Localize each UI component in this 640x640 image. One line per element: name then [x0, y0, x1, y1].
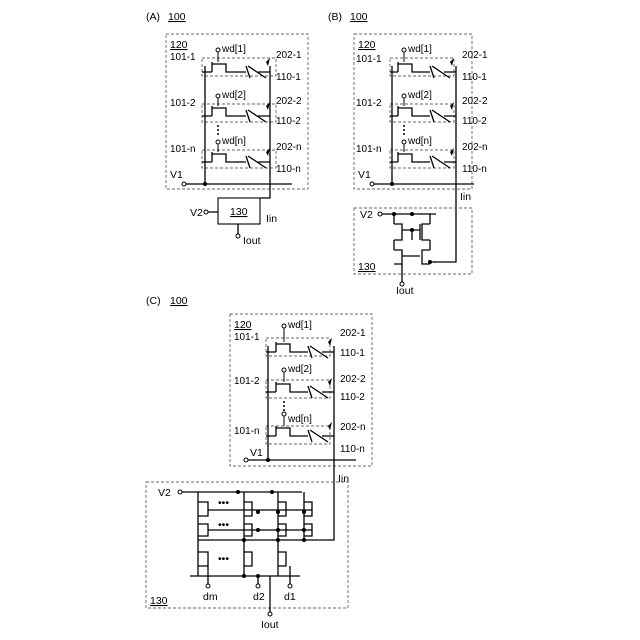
- panel-c-block-label: 130: [150, 595, 168, 607]
- panel-a-mem-1: 110-1: [276, 72, 301, 83]
- panel-a-block-label: 130: [230, 206, 248, 218]
- panel-c-res-2: 202-2: [340, 374, 366, 385]
- panel-c-res-1: 202-1: [340, 328, 366, 339]
- panel-b-v1: V1: [358, 169, 371, 181]
- panel-a-mem-n: 110-n: [276, 164, 301, 175]
- panel-c-iin: Iin: [338, 473, 349, 485]
- panel-b-tag: (B): [328, 11, 342, 23]
- panel-a-row-2: wd[2] 101-2 202-2 110-2: [170, 90, 302, 127]
- panel-c-v1: V1: [250, 447, 263, 459]
- panel-a-wd-2: wd[2]: [221, 90, 246, 101]
- panel-a-res-2: 202-2: [276, 96, 302, 107]
- panel-c-wd-n: wd[n]: [287, 414, 312, 425]
- panel-c-ellipsis-2: •••: [218, 519, 229, 531]
- panel-a-v1: V1: [170, 169, 183, 181]
- panel-b-row-n: wd[n] 101-n 202-n 110-n: [356, 136, 488, 175]
- panel-b-block-label: 130: [358, 261, 376, 273]
- panel-a-res-1: 202-1: [276, 50, 302, 61]
- panel-a-row-n: wd[n] 101-n 202-n 110-n: [170, 136, 302, 175]
- panel-a-cell-n: 101-n: [170, 144, 196, 155]
- panel-b-mem-2: 110-2: [462, 116, 487, 127]
- panel-a-row-1: wd[1] 101-1 202-1 110-1: [170, 44, 302, 83]
- panel-c-cell-1: 101-1: [234, 332, 260, 343]
- panel-b-iin: Iin: [460, 191, 471, 203]
- panel-b-cell-1: 101-1: [356, 54, 382, 65]
- panel-c-ellipsis-1: •••: [218, 497, 229, 509]
- panel-c-digital-dm: dm: [203, 591, 218, 603]
- panel-c-cell-2: 101-2: [234, 376, 260, 387]
- panel-c-row-2: wd[2] 101-2 202-2 110-2: [234, 364, 366, 403]
- panel-b-wd-n: wd[n]: [407, 136, 432, 147]
- panel-c: (C) 100 120 wd[1] 101-1 202-1 110-1 wd[2…: [146, 295, 372, 631]
- panel-b-wd-1: wd[1]: [407, 44, 432, 55]
- panel-c-digital-d2: d2: [253, 591, 265, 603]
- panel-b: (B) 100 120 wd[1] 101-1 202-1 110-1 wd[2…: [328, 11, 488, 297]
- panel-c-res-n: 202-n: [340, 422, 366, 433]
- panel-c-mem-2: 110-2: [340, 392, 365, 403]
- panel-b-mem-n: 110-n: [462, 164, 487, 175]
- panel-a-wd-n: wd[n]: [221, 136, 246, 147]
- panel-c-iout: Iout: [261, 619, 279, 631]
- panel-b-row-1: wd[1] 101-1 202-1 110-1: [356, 44, 488, 83]
- panel-a: (A) 100 120 wd[1] 101-1 202-1 110-1 wd[2…: [146, 11, 308, 247]
- panel-b-wd-2: wd[2]: [407, 90, 432, 101]
- panel-a-v2: V2: [190, 207, 203, 219]
- panel-b-row-2: wd[2] 101-2 202-2 110-2: [356, 90, 488, 127]
- panel-c-row-1: wd[1] 101-1 202-1 110-1: [234, 320, 366, 359]
- panel-a-mem-2: 110-2: [276, 116, 301, 127]
- panel-a-cell-1: 101-1: [170, 52, 196, 63]
- panel-a-wd-1: wd[1]: [221, 44, 246, 55]
- panel-c-ellipsis-3: •••: [218, 553, 229, 565]
- panel-c-array-ref: 120: [234, 319, 252, 331]
- panel-a-res-n: 202-n: [276, 142, 302, 153]
- panel-b-res-1: 202-1: [462, 50, 488, 61]
- panel-b-array-ref: 120: [358, 39, 376, 51]
- panel-b-v2: V2: [360, 209, 373, 221]
- panel-a-ref: 100: [168, 11, 186, 23]
- panel-b-mem-1: 110-1: [462, 72, 487, 83]
- panel-b-iout: Iout: [396, 285, 414, 297]
- panel-a-iin: Iin: [266, 213, 277, 225]
- panel-a-tag: (A): [146, 11, 160, 23]
- panel-b-cell-n: 101-n: [356, 144, 382, 155]
- panel-a-cell-2: 101-2: [170, 98, 196, 109]
- panel-b-ref: 100: [350, 11, 368, 23]
- panel-b-res-n: 202-n: [462, 142, 488, 153]
- panel-c-tag: (C): [146, 295, 161, 307]
- panel-c-wd-2: wd[2]: [287, 364, 312, 375]
- panel-b-cell-2: 101-2: [356, 98, 382, 109]
- panel-c-ref: 100: [170, 295, 188, 307]
- panel-c-mem-1: 110-1: [340, 348, 365, 359]
- panel-c-block-130: [146, 482, 348, 608]
- panel-c-mem-n: 110-n: [340, 444, 365, 455]
- panel-c-v2: V2: [158, 487, 171, 499]
- panel-c-cell-n: 101-n: [234, 426, 260, 437]
- panel-a-array-ref: 120: [170, 39, 188, 51]
- panel-c-wd-1: wd[1]: [287, 320, 312, 331]
- panel-b-res-2: 202-2: [462, 96, 488, 107]
- panel-c-digital-d1: d1: [284, 591, 296, 603]
- panel-a-iout: Iout: [243, 235, 261, 247]
